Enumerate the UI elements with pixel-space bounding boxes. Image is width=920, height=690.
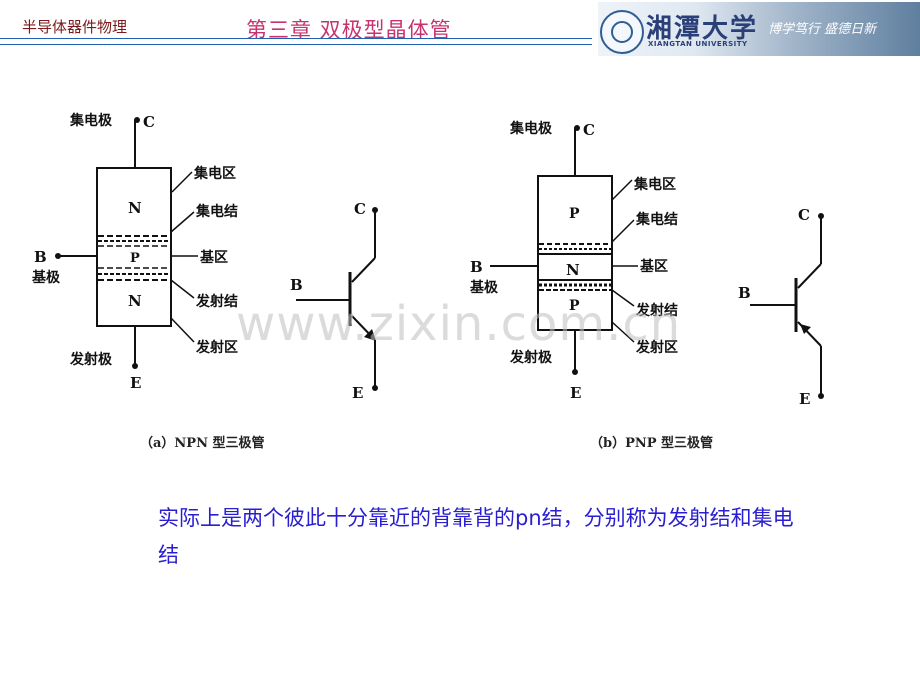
pnp-symbol-c: C (798, 206, 810, 224)
pnp-e-label: E (570, 384, 581, 402)
pnp-caption: （b）PNP 型三极管 (590, 436, 714, 451)
npn-caption: （a）NPN 型三极管 (140, 436, 265, 451)
university-banner (598, 2, 920, 56)
pnp-base-electrode-label: 基极 (470, 279, 499, 296)
npn-symbol-e: E (352, 384, 363, 402)
npn-emitter-region-label: 发射区 (195, 339, 238, 356)
pnp-p-top: P (569, 206, 580, 222)
npn-b-label: B (34, 248, 47, 266)
university-motto: 博学笃行 盛德日新 (768, 22, 877, 37)
npn-symbol-c: C (354, 200, 366, 218)
pnp-symbol-b: B (738, 284, 751, 302)
npn-symbol: C B E (290, 200, 378, 402)
npn-collector-electrode-label: 集电极 (69, 112, 113, 129)
npn-symbol-b: B (290, 276, 303, 294)
npn-structure: 集电极 C N P N B 基极 发射极 E 集电区 集电结 基区 发射结 (32, 112, 238, 392)
npn-c-label: C (143, 113, 155, 131)
university-name-cn: 湘潭大学 (646, 14, 759, 44)
npn-n-bottom: N (128, 292, 142, 310)
npn-base-electrode-label: 基极 (32, 269, 61, 286)
header-rule-bottom (0, 44, 592, 45)
npn-collector-junction-label: 集电结 (195, 203, 238, 220)
university-name-en: XIANGTAN UNIVERSITY (648, 40, 748, 48)
npn-p-label: P (130, 251, 140, 266)
npn-base-region-label: 基区 (200, 249, 228, 266)
npn-e-label: E (130, 374, 141, 392)
pnp-base-region-label: 基区 (640, 258, 668, 275)
pnp-n-label: N (566, 261, 580, 279)
header-rule-top (0, 38, 592, 39)
pnp-c-label: C (583, 121, 595, 139)
pnp-p-bottom: P (569, 298, 580, 314)
pnp-collector-region-label: 集电区 (633, 176, 676, 193)
npn-emitter-junction-label: 发射结 (195, 293, 238, 310)
npn-emitter-electrode-label: 发射极 (69, 351, 113, 368)
pnp-emitter-junction-label: 发射结 (635, 302, 678, 319)
pnp-symbol: C B E (738, 206, 824, 408)
pnp-structure: 集电极 C P N P B 基极 发射极 E 集电区 集电结 基区 发射结 (470, 120, 678, 402)
pnp-emitter-region-label: 发射区 (635, 339, 678, 356)
pnp-collector-electrode-label: 集电极 (509, 120, 553, 137)
course-title: 半导体器件物理 (22, 18, 128, 36)
slide-header: 半导体器件物理 第三章 双极型晶体管 湘潭大学 XIANGTAN UNIVERS… (0, 0, 920, 60)
pnp-b-label: B (470, 258, 483, 276)
explanation-text: 实际上是两个彼此十分靠近的背靠背的pn结，分别称为发射结和集电结 (158, 506, 794, 567)
watermark: www.zixin.com.cn (236, 296, 682, 352)
npn-collector-region-label: 集电区 (193, 165, 236, 182)
pnp-symbol-e: E (799, 390, 810, 408)
pnp-collector-junction-label: 集电结 (635, 211, 678, 228)
university-seal-icon (600, 10, 644, 54)
npn-n-top: N (128, 199, 142, 217)
pnp-emitter-electrode-label: 发射极 (509, 349, 553, 366)
